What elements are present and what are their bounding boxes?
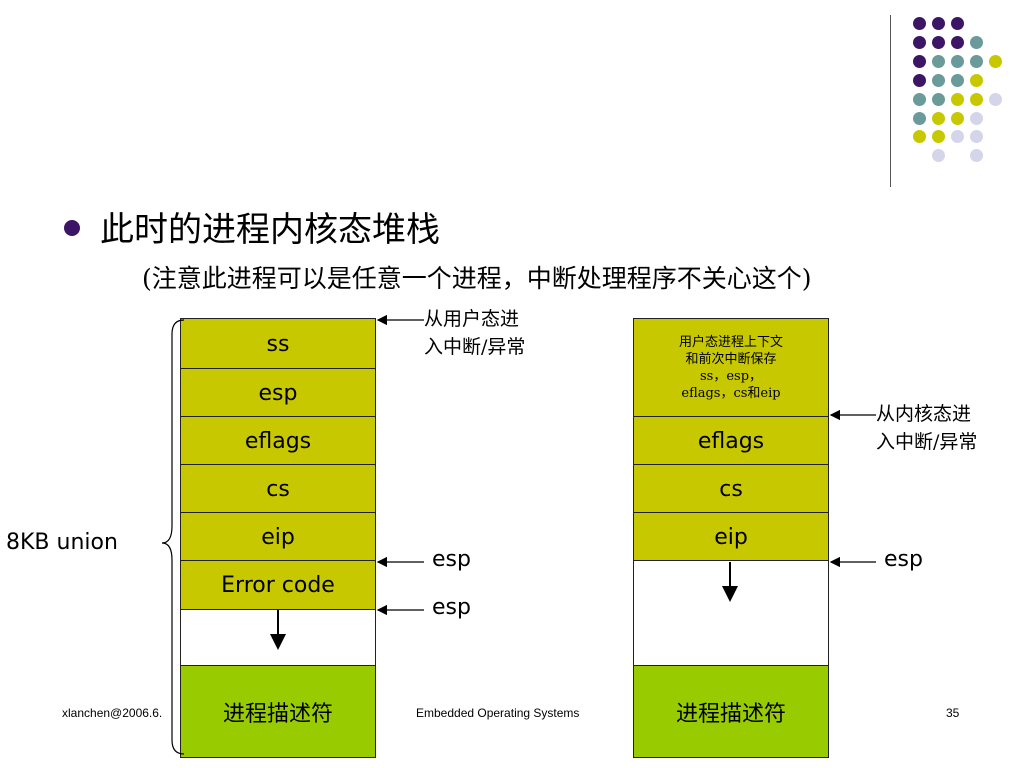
dot [913,55,926,68]
footer-course: Embedded Operating Systems [416,706,580,720]
entry-note-kernel: 从内核态进 入中断/异常 [876,400,977,456]
dot [951,55,964,68]
slide-title: 此时的进程内核态堆栈 [100,210,440,250]
dot [970,93,983,106]
dot [970,112,983,125]
stack-cell-error-code: Error code [181,560,375,610]
dot [951,17,964,30]
dot [932,149,945,162]
dot [932,74,945,87]
stack-cell-eip: eip [181,512,375,561]
process-descriptor: 进程描述符 [181,665,375,757]
dot [932,93,945,106]
stack-cell-cs: cs [181,464,375,513]
dot [951,130,964,143]
dot [989,55,1002,68]
stack-cell-eflags: eflags [181,416,375,465]
brace-icon [161,319,185,755]
saved-context-line: 用户态进程上下文 [678,335,783,350]
saved-context-line: ss，esp， [699,369,763,384]
dot [913,93,926,106]
dot [932,17,945,30]
dot [932,130,945,143]
entry-note-line: 从内核态进 [876,403,972,425]
dot [932,112,945,125]
stack-cell-eflags: eflags [634,416,828,465]
stack-cell-ss: ss [181,319,375,369]
entry-note-line: 从用户态进 [424,308,520,330]
saved-context-line: eflags，cs和eip [681,386,781,401]
stack-cell-eip: eip [634,512,828,561]
dot [913,130,926,143]
dot [970,149,983,162]
right-kernel-stack: 用户态进程上下文 和前次中断保存 ss，esp， eflags，cs和eip e… [633,318,829,758]
stack-cell-cs: cs [634,464,828,513]
entry-note-line: 入中断/异常 [424,336,526,358]
left-kernel-stack: ss esp eflags cs eip Error code 进程描述符 [180,318,376,758]
footer-author: xlanchen@2006.6. [62,706,163,720]
stack-cell-esp: esp [181,368,375,417]
brace-label: 8KB union [6,530,118,555]
esp-label: esp [432,547,471,572]
slide-subtitle: (注意此进程可以是任意一个进程，中断处理程序不关心这个) [142,264,812,293]
dot [951,74,964,87]
dot [913,17,926,30]
dot [932,36,945,49]
entry-note-user: 从用户态进 入中断/异常 [424,305,525,361]
dot [970,130,983,143]
dot [970,74,983,87]
dot [913,74,926,87]
page-number: 35 [946,706,960,720]
process-descriptor: 进程描述符 [634,665,828,757]
dot [951,93,964,106]
dot [913,112,926,125]
esp-label: esp [432,595,471,620]
saved-user-context: 用户态进程上下文 和前次中断保存 ss，esp， eflags，cs和eip [634,319,828,417]
divider-line [890,15,891,187]
dot [951,36,964,49]
esp-label: esp [884,547,923,572]
dot [989,93,1002,106]
bullet-icon [64,220,80,236]
saved-context-line: 和前次中断保存 [685,352,777,367]
dot [913,36,926,49]
dot [970,36,983,49]
dot [932,55,945,68]
entry-note-line: 入中断/异常 [876,431,978,453]
dot [970,55,983,68]
dot [951,112,964,125]
